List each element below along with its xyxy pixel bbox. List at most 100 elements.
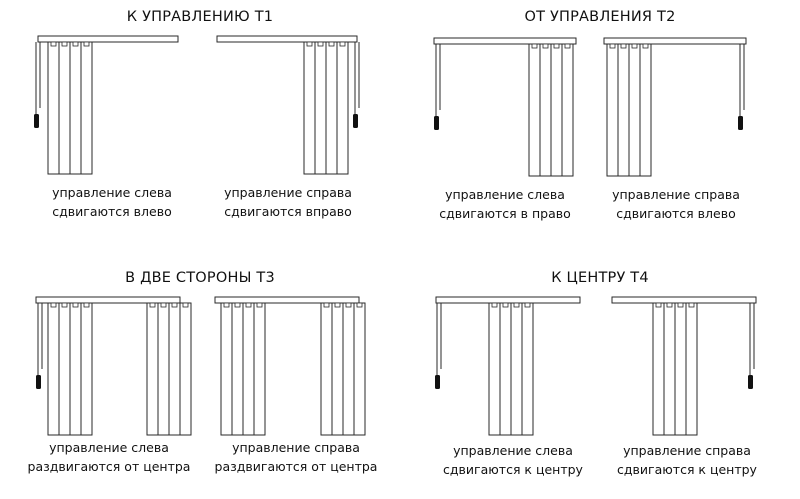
slat-hanger	[328, 41, 335, 47]
slat-hanger	[83, 302, 90, 308]
rail	[603, 37, 747, 45]
slat-hanger	[502, 302, 509, 308]
slat-hanger	[334, 302, 341, 308]
slat-hanger	[542, 43, 549, 49]
caption-line: управление справа	[612, 187, 740, 202]
caption-left: управление слева сдвигаются к центру	[413, 441, 613, 479]
caption-left: управление слева сдвигаются влево	[12, 183, 212, 221]
slat-hanger	[323, 302, 330, 308]
rail	[435, 296, 581, 304]
panel-title: В ДВЕ СТОРОНЫ Т3	[125, 270, 275, 286]
slat-hanger	[531, 43, 538, 49]
slat-hanger	[245, 302, 252, 308]
slat-hanger	[182, 302, 189, 308]
cord-weight	[748, 375, 753, 389]
caption-line: управление справа	[623, 443, 751, 458]
slat-hanger	[620, 43, 627, 49]
slat-hanger	[524, 302, 531, 308]
caption-line: сдвигаются влево	[616, 206, 736, 221]
cord	[435, 303, 442, 389]
blind-left	[35, 296, 192, 436]
blind-right	[603, 37, 747, 177]
slat-stack	[303, 41, 349, 175]
slat-hanger	[223, 302, 230, 308]
caption-line: сдвигаются влево	[52, 204, 172, 219]
blind-left	[433, 37, 577, 177]
slat-stack	[652, 302, 698, 436]
caption-left: управление слева сдвигаются в право	[405, 185, 605, 223]
caption-line: управление справа	[224, 185, 352, 200]
panel-t2: ОТ УПРАВЛЕНИЯ Т2 управление слева сдвига…	[400, 0, 800, 249]
slat-hanger	[688, 302, 695, 308]
cord-weight	[36, 375, 41, 389]
cord	[34, 42, 41, 128]
caption-line: раздвигаются от центра	[214, 459, 378, 474]
caption-right: управление справа сдвигаются к центру	[587, 441, 787, 479]
slat-stack	[528, 43, 574, 177]
slat-hanger	[677, 302, 684, 308]
caption-line: управление справа	[232, 440, 360, 455]
slat-stack	[146, 302, 192, 436]
blind-left	[34, 35, 179, 175]
caption-right: управление справа раздвигаются от центра	[196, 438, 396, 476]
panel-t2-drawing	[433, 37, 747, 177]
caption-right: управление справа сдвигаются влево	[576, 185, 776, 223]
slat-hanger	[61, 302, 68, 308]
rail	[37, 35, 179, 43]
panel-t3-drawing	[35, 296, 366, 436]
slat-hanger	[317, 41, 324, 47]
rail	[433, 37, 577, 45]
blind-right	[216, 35, 360, 175]
slat-stack	[320, 302, 366, 436]
panel-t4-drawing	[435, 296, 757, 436]
rail	[216, 35, 358, 43]
panel-t3: В ДВЕ СТОРОНЫ Т3 управление слева раздви…	[0, 249, 400, 498]
slat-hanger	[655, 302, 662, 308]
caption-line: управление слева	[453, 443, 573, 458]
cord-weight	[434, 116, 439, 130]
caption-line: управление слева	[445, 187, 565, 202]
caption-line: раздвигаются от центра	[27, 459, 191, 474]
caption-line: сдвигаются к центру	[443, 462, 583, 477]
rail	[35, 296, 181, 304]
cord-weight	[34, 114, 39, 128]
panel-title: ОТ УПРАВЛЕНИЯ Т2	[524, 9, 676, 25]
slat-stack	[606, 43, 652, 177]
slat-hanger	[564, 43, 571, 49]
slat-hanger	[83, 41, 90, 47]
slat-hanger	[72, 41, 79, 47]
cord	[434, 44, 441, 130]
slat-hanger	[50, 302, 57, 308]
panel-t4: К ЦЕНТРУ Т4 управление слева сдвигаются …	[400, 249, 800, 498]
slat-hanger	[631, 43, 638, 49]
slat-hanger	[666, 302, 673, 308]
cord	[36, 303, 43, 389]
caption-line: сдвигаются вправо	[224, 204, 352, 219]
slat-hanger	[513, 302, 520, 308]
cord-weight	[738, 116, 743, 130]
slat-stack	[220, 302, 266, 436]
blind-right	[611, 296, 757, 436]
slat-hanger	[61, 41, 68, 47]
rail	[611, 296, 757, 304]
slat-hanger	[609, 43, 616, 49]
rail	[214, 296, 360, 304]
slat-stack	[488, 302, 534, 436]
blind-right	[214, 296, 366, 436]
caption-left: управление слева раздвигаются от центра	[9, 438, 209, 476]
slat-hanger	[553, 43, 560, 49]
caption-line: управление слева	[52, 185, 172, 200]
caption-line: управление слева	[49, 440, 169, 455]
panel-t1-drawing	[34, 35, 360, 175]
slat-hanger	[149, 302, 156, 308]
slat-hanger	[50, 41, 57, 47]
slat-hanger	[160, 302, 167, 308]
caption-right: управление справа сдвигаются вправо	[188, 183, 388, 221]
slat-hanger	[345, 302, 352, 308]
panel-t1: К УПРАВЛЕНИЮ Т1 управление слева сдвигаю…	[0, 0, 400, 249]
slat-hanger	[256, 302, 263, 308]
slat-hanger	[339, 41, 346, 47]
slat-hanger	[72, 302, 79, 308]
slat-stack	[47, 41, 93, 175]
